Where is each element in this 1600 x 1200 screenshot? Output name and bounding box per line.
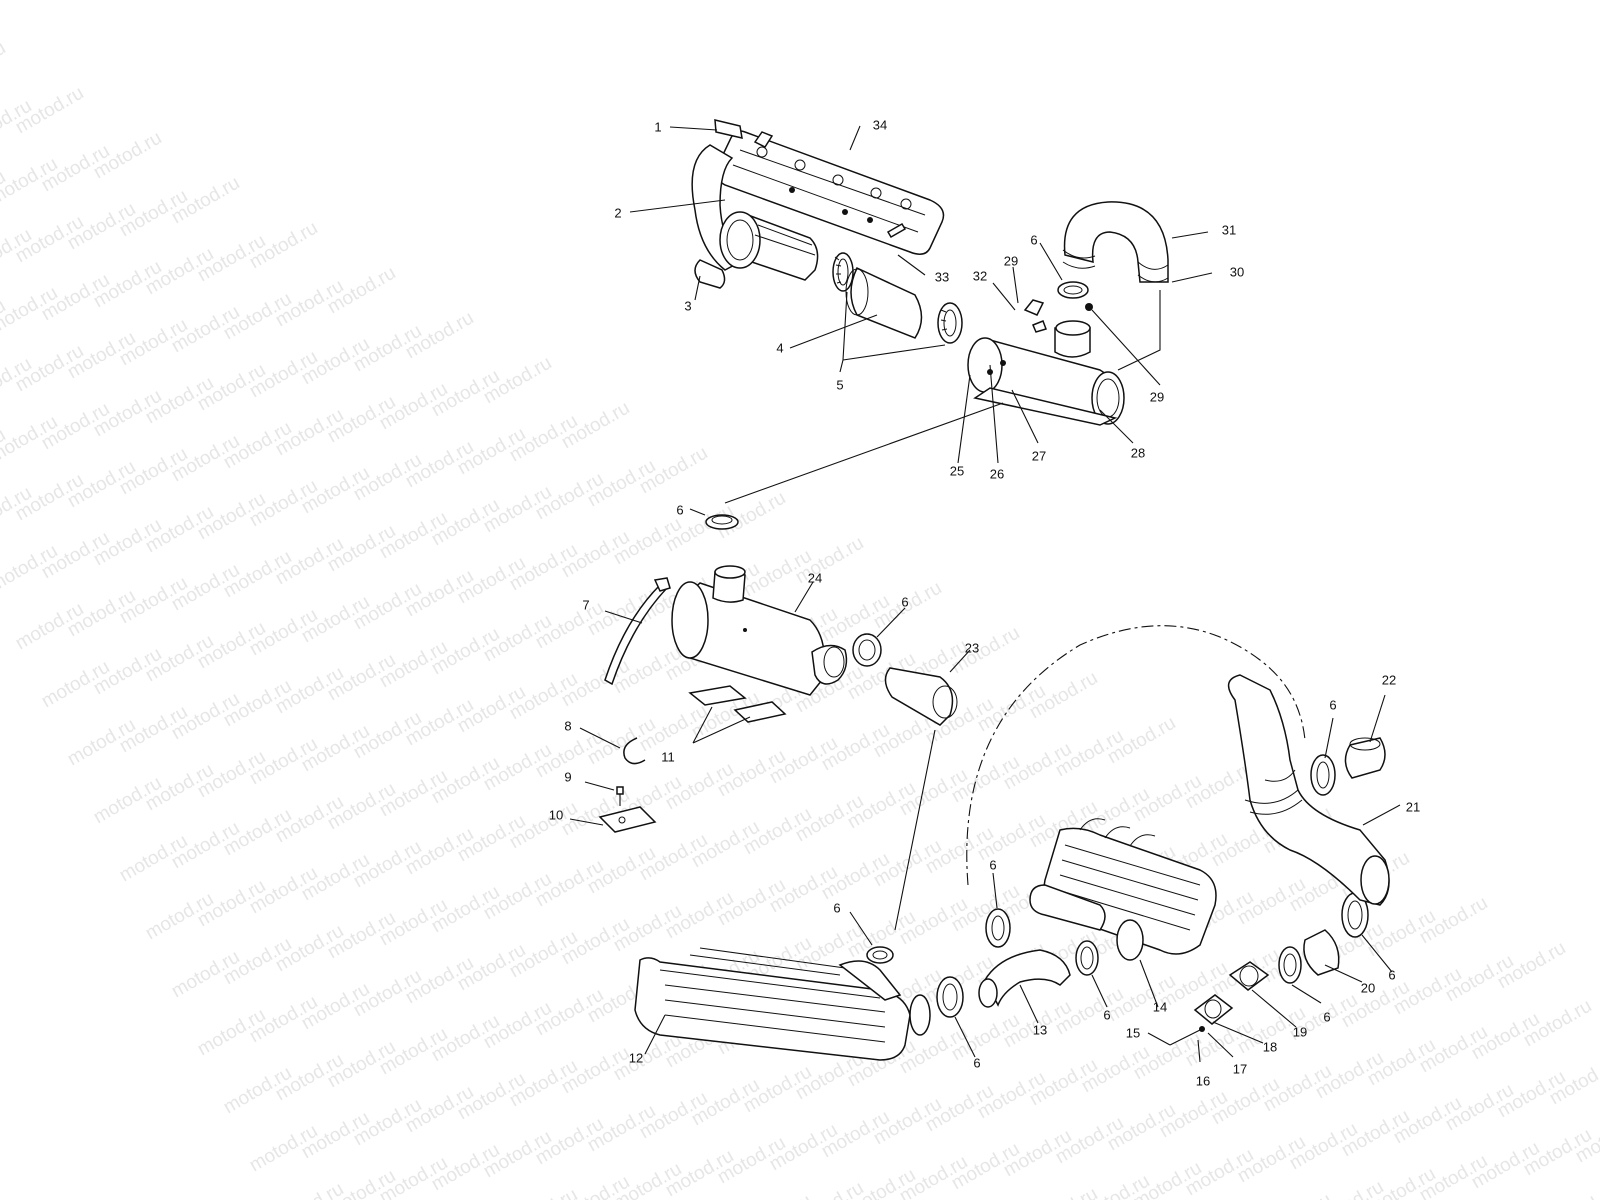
elbow-duct-30-31 [1062, 201, 1169, 283]
callout-4: 4 [776, 340, 784, 356]
callout-20: 20 [1360, 980, 1376, 996]
callout-23: 23 [964, 640, 980, 656]
callout-11: 11 [661, 749, 675, 765]
callout-3: 3 [684, 298, 692, 314]
callout-2: 2 [614, 205, 622, 221]
exhaust-manifold-14 [1029, 818, 1217, 961]
sleeve-22 [1344, 737, 1386, 779]
callout-5: 5 [836, 377, 844, 393]
callout-31: 31 [1221, 222, 1237, 238]
callout-34: 34 [872, 117, 888, 133]
callout-32: 32 [972, 268, 988, 284]
muffler-24 [671, 565, 848, 696]
callout-6-flange: 6 [1323, 1009, 1331, 1025]
callout-6-pipe: 6 [1329, 697, 1337, 713]
sleeve-23 [884, 667, 958, 726]
callout-9: 9 [564, 769, 572, 785]
flange-18-19 [1193, 961, 1270, 1025]
callout-6-elbow: 6 [1030, 232, 1038, 248]
callout-16: 16 [1195, 1073, 1211, 1089]
callout-25: 25 [949, 463, 965, 479]
sleeve-20 [1303, 929, 1340, 976]
callout-17: 17 [1232, 1061, 1248, 1077]
clamp-6-upper [1057, 281, 1089, 299]
callout-18: 18 [1262, 1039, 1278, 1055]
clamp-6-f [1278, 946, 1302, 984]
clamp-6-manifold [866, 946, 894, 964]
callout-6-coupler: 6 [973, 1055, 981, 1071]
clip-8 [623, 737, 646, 765]
air-silencer-28 [967, 299, 1125, 426]
clamp-6-d [1075, 940, 1099, 976]
callout-29-right: 29 [1149, 389, 1165, 405]
callout-26: 26 [989, 466, 1005, 482]
strap-7 [604, 577, 671, 686]
callout-6-hose: 6 [676, 502, 684, 518]
callout-27: 27 [1031, 448, 1047, 464]
bolt-9 [616, 786, 624, 806]
callout-12: 12 [628, 1050, 644, 1066]
callout-13: 13 [1032, 1022, 1048, 1038]
hose-line-upper [705, 290, 1161, 530]
clamp-5a [832, 252, 854, 292]
sleeve-4 [845, 267, 923, 339]
callout-24: 24 [807, 570, 823, 586]
coupler-13 [978, 949, 1071, 1008]
callout-1: 1 [654, 119, 662, 135]
pads-11 [688, 685, 787, 723]
callout-6-manifold14: 6 [989, 857, 997, 873]
clamp-6-c [936, 976, 964, 1018]
clamp-6-h [1310, 754, 1336, 796]
callout-21: 21 [1405, 799, 1421, 815]
callout-7: 7 [582, 597, 590, 613]
callout-6-manifold12: 6 [833, 900, 841, 916]
exhaust-manifold-12 [634, 947, 931, 1061]
callout-33: 33 [934, 269, 950, 285]
clamp-6-muffler [852, 633, 882, 667]
callout-6-right: 6 [1388, 967, 1396, 983]
callout-14: 14 [1152, 999, 1168, 1015]
callout-28: 28 [1130, 445, 1146, 461]
callout-30: 30 [1229, 264, 1245, 280]
callout-15: 15 [1125, 1025, 1141, 1041]
callout-22: 22 [1381, 672, 1397, 688]
callout-29-top: 29 [1003, 253, 1019, 269]
callout-8: 8 [564, 718, 572, 734]
bolt-15-16-17 [1169, 1026, 1205, 1046]
callout-6-muffler: 6 [901, 594, 909, 610]
callout-6-lower: 6 [1103, 1007, 1111, 1023]
callout-10: 10 [548, 807, 564, 823]
airbox-assembly-34 [691, 119, 945, 289]
exhaust-pipe-21 [1227, 674, 1390, 906]
clamp-5b [937, 302, 963, 344]
clamp-6-e [985, 908, 1011, 948]
leader-lines [569, 125, 1401, 1063]
callout-19: 19 [1292, 1024, 1308, 1040]
bracket-10 [598, 806, 657, 833]
